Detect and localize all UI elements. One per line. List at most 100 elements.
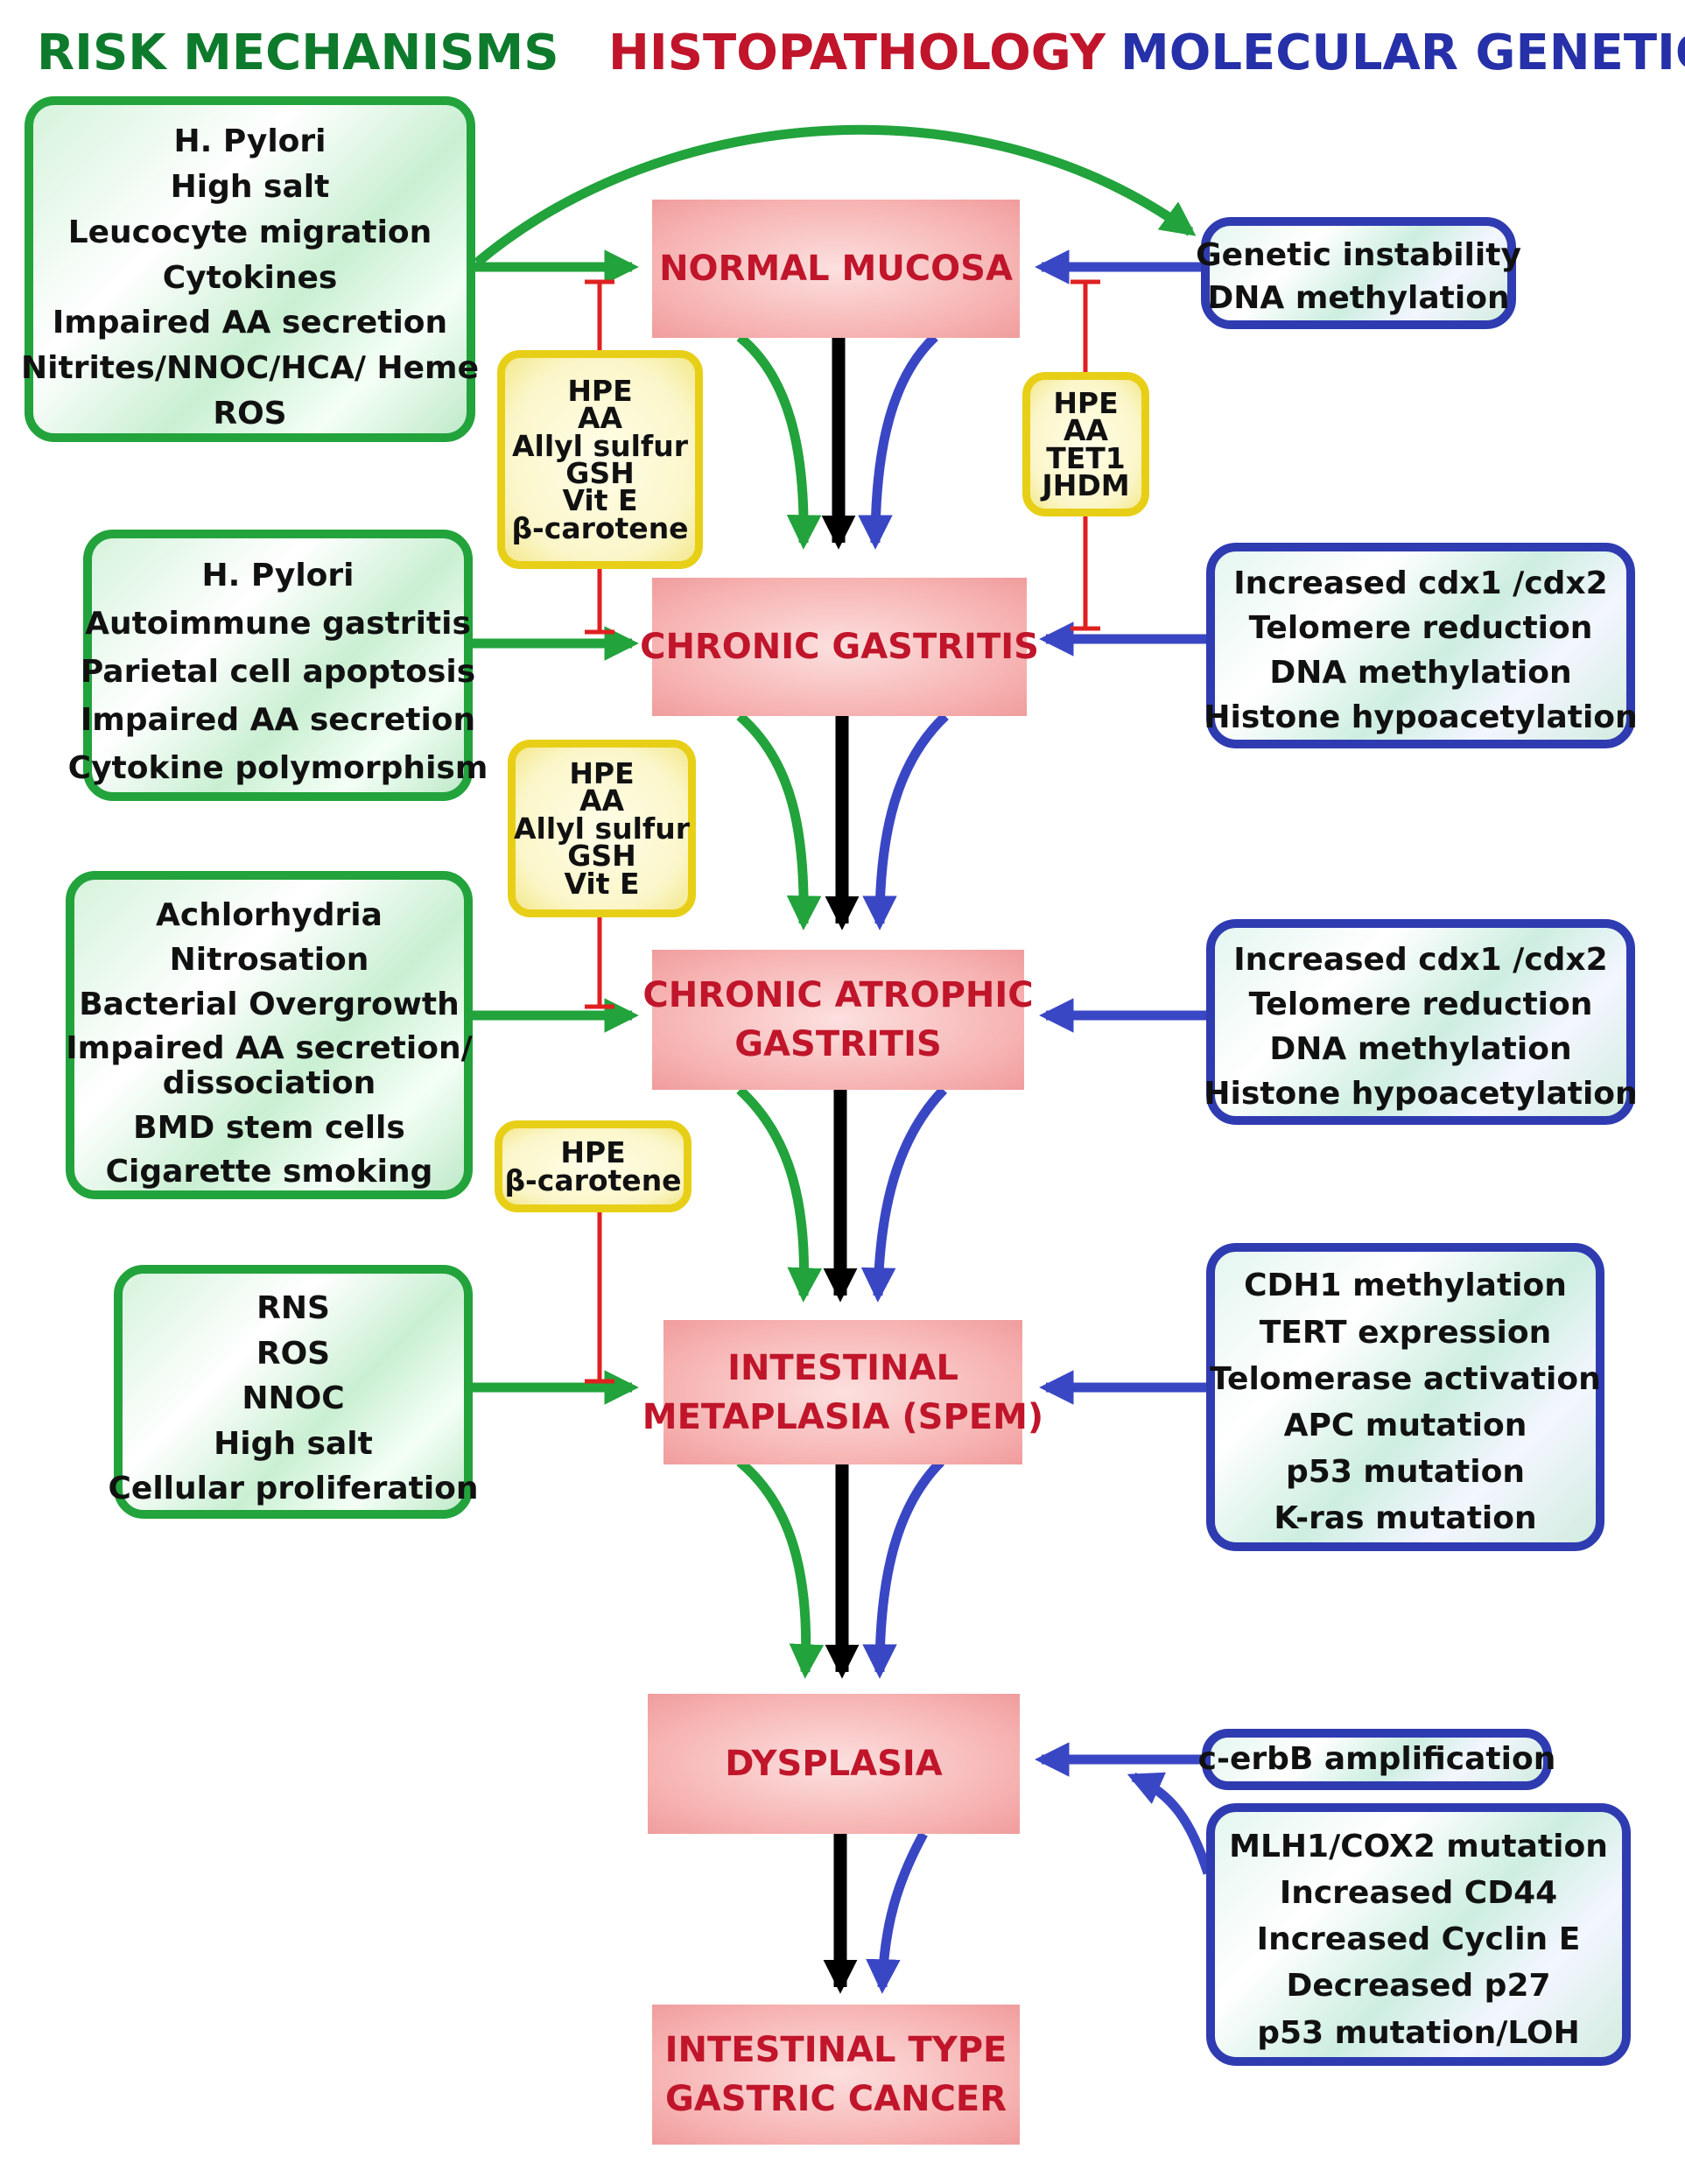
molecular-box-chronic-atrophic-gastritis: Increased cdx1 /cdx2 Telomere reduction … (1204, 919, 1638, 1125)
molecular-item: c-erbB amplification (1197, 1741, 1556, 1778)
risk-item: High salt (170, 169, 330, 206)
stage-label: NORMAL MUCOSA (659, 249, 1013, 289)
molecular-item: MLH1/COX2 mutation (1229, 1828, 1608, 1864)
risk-item: ROS (256, 1335, 331, 1372)
inhibitor-item: Vit E (562, 483, 638, 518)
inhibitor-box-3: HPE AA Allyl sulfur GSH Vit E (508, 740, 696, 917)
risk-item: NNOC (242, 1380, 345, 1417)
inhibitor-box-2: HPE AA TET1 JHDM (1022, 372, 1149, 516)
inhibitor-item: HPE (560, 1135, 626, 1170)
molecular-box-intestinal-metaplasia: CDH1 methylation TERT expression Telomer… (1206, 1243, 1604, 1551)
risk-item: Cigarette smoking (105, 1154, 433, 1190)
inhibitor-item: Allyl sulfur (511, 428, 689, 463)
inhibitor-item: HPE (569, 756, 635, 791)
curved-arrow-risk-to-genetic (474, 124, 1197, 267)
inhibitor-item: HPE (1053, 385, 1119, 420)
inhibitor-item: GSH (565, 456, 635, 490)
molecular-item: Increased cdx1 /cdx2 (1233, 565, 1608, 602)
molecular-item: DNA methylation (1207, 279, 1510, 316)
molecular-box-c-erbb: c-erbB amplification (1198, 1729, 1555, 1790)
molecular-item: DNA methylation (1269, 1031, 1572, 1068)
risk-box-intestinal-metaplasia: RNS ROS NNOC High salt Cellular prolifer… (108, 1265, 479, 1519)
stage-label-line-2: METAPLASIA (SPEM) (642, 1396, 1044, 1437)
stage-label: CHRONIC GASTRITIS (640, 627, 1039, 667)
stage-label-line-1: INTESTINAL TYPE (664, 2030, 1007, 2070)
stage-flow-2 (736, 712, 949, 930)
molecular-item: DNA methylation (1269, 655, 1572, 692)
stage-flow-4 (736, 1457, 944, 1679)
inhibitor-item: HPE (567, 373, 633, 408)
molecular-item: TERT expression (1259, 1314, 1552, 1351)
risk-item: H. Pylori (173, 123, 326, 160)
risk-item: Cytokines (162, 259, 338, 296)
molecular-genetics-header: MOLECULAR GENETICS (1120, 25, 1685, 81)
risk-item: Parietal cell apoptosis (80, 654, 476, 691)
stage-label-line-2: GASTRIC CANCER (664, 2079, 1007, 2119)
histopathology-header: HISTOPATHOLOGY (608, 25, 1106, 81)
inhibitor-item: Allyl sulfur (513, 811, 691, 846)
stage-chronic-atrophic-gastritis: CHRONIC ATROPHIC GASTRITIS (642, 950, 1034, 1090)
risk-item: RNS (256, 1290, 330, 1326)
molecular-box-dysplasia: MLH1/COX2 mutation Increased CD44 Increa… (1206, 1803, 1631, 2066)
molecular-item: Telomere reduction (1248, 987, 1593, 1023)
risk-item: Impaired AA secretion/ (66, 1030, 473, 1067)
molecular-item: p53 mutation (1286, 1453, 1525, 1490)
stage-dysplasia: DYSPLASIA (648, 1694, 1020, 1834)
risk-box-chronic-gastritis: H. Pylori Autoimmune gastritis Parietal … (68, 530, 488, 801)
molecular-item: CDH1 methylation (1244, 1268, 1567, 1304)
risk-item: dissociation (162, 1064, 376, 1101)
risk-item: Leucocyte migration (67, 214, 432, 250)
risk-box-chronic-atrophic-gastritis: Achlorhydria Nitrosation Bacterial Overg… (66, 871, 473, 1199)
molecular-item: Telomere reduction (1248, 610, 1593, 647)
risk-item: Cytokine polymorphism (67, 750, 488, 787)
risk-item: Nitrites/NNOC/HCA/ Heme (21, 350, 479, 387)
molecular-item: Histone hypoacetylation (1204, 699, 1638, 736)
molecular-item: Decreased p27 (1286, 1968, 1551, 2005)
risk-box-normal-mucosa: H. Pylori High salt Leucocyte migration … (21, 96, 479, 442)
stage-flow-3 (736, 1085, 947, 1303)
risk-item: ROS (213, 396, 287, 432)
risk-item: Impaired AA secretion (52, 305, 448, 341)
inhibitor-line-2 (1071, 279, 1100, 631)
inhibitor-item: AA (579, 783, 625, 818)
inhibitor-line-1 (585, 279, 614, 635)
inhibitor-item: TET1 (1046, 440, 1126, 475)
stage-chronic-gastritis: CHRONIC GASTRITIS (640, 578, 1039, 716)
inhibitor-item: AA (1063, 413, 1109, 448)
risk-item: Nitrosation (169, 941, 369, 978)
stage-label: DYSPLASIA (725, 1744, 943, 1784)
stage-label-line-2: GASTRITIS (734, 1024, 942, 1064)
inhibitor-box-4: HPE β-carotene (495, 1120, 692, 1212)
risk-item: Cellular proliferation (108, 1471, 479, 1507)
stage-label-line-1: INTESTINAL (727, 1347, 958, 1388)
molecular-item: APC mutation (1283, 1407, 1527, 1443)
stage-normal-mucosa: NORMAL MUCOSA (652, 200, 1020, 338)
molecular-arrow-6 (1127, 1772, 1213, 1875)
molecular-box-chronic-gastritis: Increased cdx1 /cdx2 Telomere reduction … (1204, 543, 1638, 748)
inhibitor-item: Vit E (564, 866, 640, 901)
molecular-item: K-ras mutation (1274, 1499, 1537, 1536)
inhibitor-item: β-carotene (504, 1162, 682, 1197)
risk-item: High salt (214, 1425, 373, 1462)
risk-item: H. Pylori (201, 558, 355, 594)
molecular-item: Telomerase activation (1210, 1360, 1601, 1397)
stage-intestinal-type-gastric-cancer: INTESTINAL TYPE GASTRIC CANCER (652, 2005, 1020, 2145)
molecular-item: Histone hypoacetylation (1204, 1076, 1638, 1113)
molecular-item: p53 mutation/LOH (1257, 2014, 1580, 2051)
risk-item: BMD stem cells (133, 1109, 405, 1146)
inhibitor-line-4 (585, 1212, 614, 1384)
stage-flow-1 (736, 333, 938, 550)
stage-intestinal-metaplasia: INTESTINAL METAPLASIA (SPEM) (642, 1320, 1043, 1464)
inhibitor-line-3 (585, 917, 614, 1009)
inhibitor-item: AA (577, 401, 623, 436)
inhibitor-item: JHDM (1042, 467, 1130, 502)
molecular-box-normal-mucosa: Genetic instability DNA methylation (1196, 217, 1521, 329)
molecular-item: Increased Cyclin E (1256, 1921, 1581, 1958)
risk-item: Bacterial Overgrowth (79, 986, 460, 1022)
risk-item: Achlorhydria (156, 897, 383, 934)
risk-item: Impaired AA secretion (80, 702, 476, 739)
molecular-item: Increased cdx1 /cdx2 (1233, 942, 1608, 979)
molecular-item: Increased CD44 (1279, 1874, 1558, 1911)
inhibitor-item: GSH (567, 839, 636, 874)
